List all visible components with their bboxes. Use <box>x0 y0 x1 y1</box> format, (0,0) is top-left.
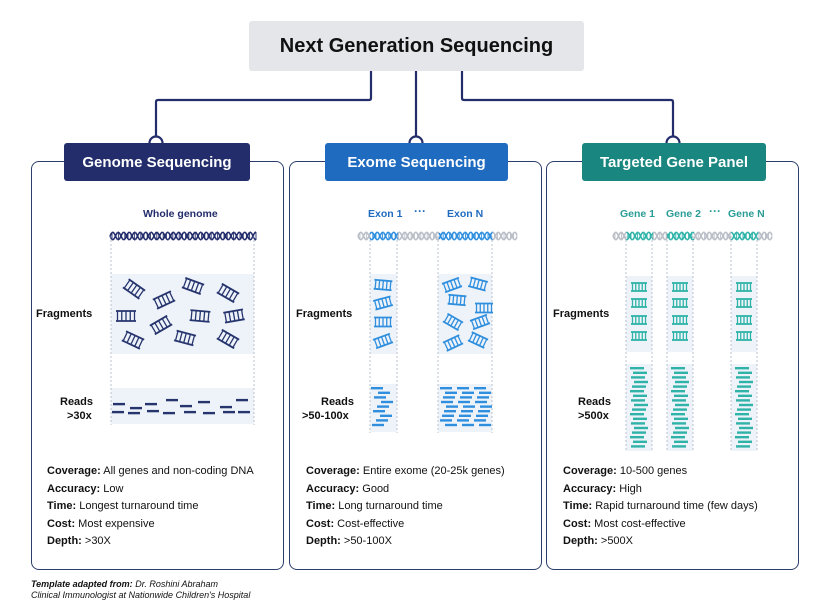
metric-depth: Depth: >50-100X <box>306 535 392 547</box>
panel-fragments-area-1 <box>626 276 652 352</box>
panel-fragments-area-2 <box>667 276 693 352</box>
genome-fragments-label: Fragments <box>36 308 93 320</box>
metric-coverage: Coverage: All genes and non-coding DNA <box>47 465 254 477</box>
exome-metrics: Coverage: Entire exome (20-25k genes) Ac… <box>306 463 505 551</box>
metric-cost: Cost: Most expensive <box>47 517 155 530</box>
exome-ellipsis: ··· <box>414 204 426 218</box>
credit-author: Dr. Roshini Abraham <box>132 579 219 589</box>
page-title: Next Generation Sequencing <box>249 21 584 71</box>
metric-accuracy: Accuracy: Good <box>306 482 390 495</box>
genome-metrics: Coverage: All genes and non-coding DNA A… <box>47 463 254 551</box>
panel-reads-area-1 <box>626 364 652 451</box>
metric-time: Time: Rapid turnaround time (few days) <box>563 500 758 512</box>
genome-reads-depth: >30x <box>67 410 92 422</box>
panel-reads-label: Reads <box>578 396 612 408</box>
header-exome-sequencing: Exome Sequencing <box>325 143 508 181</box>
metric-cost: Cost: Cost-effective <box>306 517 405 530</box>
credit-affiliation: Clinical Immunologist at Nationwide Chil… <box>31 590 251 600</box>
genome-reads-label: Reads <box>60 396 94 408</box>
genome-fragments-area <box>111 274 254 354</box>
metric-depth: Depth: >500X <box>563 535 634 547</box>
metric-time: Time: Long turnaround time <box>306 500 443 512</box>
targeted-metrics: Coverage: 10-500 genes Accuracy: High Ti… <box>563 463 758 551</box>
exome-reads-area-n <box>438 384 492 432</box>
metric-coverage: Coverage: 10-500 genes <box>563 465 688 477</box>
genome-reads-area <box>111 388 254 424</box>
exome-fragments-label: Fragments <box>296 308 353 320</box>
exome-reads-area-1 <box>370 384 397 432</box>
header-targeted-gene-panel: Targeted Gene Panel <box>582 143 766 181</box>
metric-time: Time: Longest turnaround time <box>47 500 199 512</box>
credit-prefix: Template adapted from: <box>31 579 133 589</box>
exome-reads-depth: >50-100x <box>302 410 349 422</box>
region-label-whole-genome: Whole genome <box>143 208 218 220</box>
region-label-exon-n: Exon N <box>447 208 484 220</box>
header-genome-sequencing: Genome Sequencing <box>64 143 250 181</box>
panel-fragments-label: Fragments <box>553 308 610 320</box>
metric-depth: Depth: >30X <box>47 535 111 547</box>
region-label-gene-n: Gene N <box>728 208 765 220</box>
panel-reads-area-2 <box>667 364 693 451</box>
metric-accuracy: Accuracy: Low <box>47 482 124 495</box>
source-credit: Template adapted from: Dr. Roshini Abrah… <box>31 579 250 601</box>
exome-fragments-area-1 <box>370 274 397 354</box>
panel-ellipsis: ··· <box>709 204 721 218</box>
metric-accuracy: Accuracy: High <box>563 482 642 495</box>
region-label-gene-1: Gene 1 <box>620 208 656 220</box>
panel-reads-depth: >500x <box>578 410 609 422</box>
panel-genome <box>31 161 284 570</box>
exome-reads-label: Reads <box>321 396 355 408</box>
exome-fragments-area-n <box>438 274 492 354</box>
panel-reads-area-n <box>731 364 757 451</box>
metric-coverage: Coverage: Entire exome (20-25k genes) <box>306 465 505 477</box>
panel-fragments-area-n <box>731 276 757 352</box>
region-label-gene-2: Gene 2 <box>666 208 702 220</box>
metric-cost: Cost: Most cost-effective <box>563 517 686 530</box>
panel-exome <box>289 161 542 570</box>
region-label-exon-1: Exon 1 <box>368 208 403 220</box>
